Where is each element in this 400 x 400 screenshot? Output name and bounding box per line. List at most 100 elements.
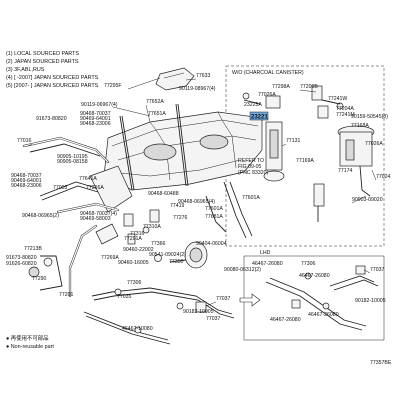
part-number-label: 90905-10195 bbox=[57, 154, 88, 160]
part-number-label: 90468-06965(2) bbox=[22, 213, 59, 219]
legend-item: (1) LOCAL SOURCED PARTS bbox=[6, 51, 79, 57]
tank-straps bbox=[119, 103, 189, 191]
part-number-label: 77204A bbox=[336, 106, 354, 112]
part-number-label: 91673-80820 bbox=[6, 255, 37, 261]
refer-line: (PNC 83320) bbox=[238, 170, 269, 176]
part-number-label: 77269A bbox=[101, 255, 119, 261]
part-number-label: 77016 bbox=[17, 138, 32, 144]
part-number-label: 90182-10005 bbox=[183, 309, 214, 315]
part-number-label: 77350 bbox=[169, 259, 184, 265]
part-labels: 77633 77295F 77652A 90119-06967(4) 77651A 901… bbox=[6, 73, 391, 332]
part-number-label: 90404-06004 bbox=[196, 241, 227, 247]
filler-pipe bbox=[28, 223, 119, 298]
part-number-label: 46467-26080 bbox=[270, 317, 301, 323]
part-number-label: 90460-22002 bbox=[123, 247, 154, 253]
part-number-label: 90541-09024(2) bbox=[149, 252, 186, 258]
part-number-label: 77241M bbox=[336, 112, 355, 118]
part-number-label: 77035 bbox=[117, 294, 132, 300]
lhd-note: LHD bbox=[260, 250, 271, 256]
part-number-label: 77601A bbox=[242, 195, 260, 201]
lhd-box: LHD bbox=[243, 250, 385, 341]
part-number-label: 77291A bbox=[124, 236, 142, 242]
part-number-label: 46467-26080 bbox=[299, 273, 330, 279]
part-number-label: 77306 bbox=[127, 280, 142, 286]
clamps bbox=[123, 209, 162, 262]
part-number-label: 91626-60820 bbox=[6, 261, 37, 267]
part-number-label: 77241W bbox=[328, 96, 347, 102]
part-number-label: 46467-26080 bbox=[308, 312, 339, 318]
part-number-label: 90468-06965(4) bbox=[178, 199, 215, 205]
part-number-label: 77037 bbox=[216, 296, 231, 302]
part-number-label: 77276 bbox=[173, 215, 188, 221]
part-number-label: 90468-23006 bbox=[80, 121, 111, 127]
part-number-label: 77216A bbox=[86, 185, 104, 191]
leader-lines bbox=[27, 77, 377, 307]
part-number-label: 77295F bbox=[104, 83, 122, 89]
part-number-label: 77290 bbox=[32, 276, 47, 282]
part-number-label: 77169A bbox=[296, 158, 314, 164]
part-number-label: 77601A bbox=[205, 206, 223, 212]
legend-item: (2) JAPAN SOURCED PARTS bbox=[6, 59, 79, 65]
part-number-label: 90468-70037 bbox=[11, 173, 42, 179]
part-number-label: 77681A bbox=[205, 214, 223, 220]
part-number-label: 91673-80820 bbox=[36, 116, 67, 122]
legend-item: (5) [2007- ] JAPAN SOURCED PARTS bbox=[6, 83, 99, 89]
part-number-label: 90159-50545(8) bbox=[351, 114, 388, 120]
part-number-label: 77298A bbox=[272, 84, 290, 90]
fuel-pump-module: 23221 bbox=[242, 92, 285, 182]
legend: (1) LOCAL SOURCED PARTS (2) JAPAN SOURCE… bbox=[6, 51, 99, 89]
part-number-label: 77168A bbox=[351, 123, 369, 129]
fuel-lid bbox=[169, 241, 208, 269]
refer-note: REFER TO FIG 09-05 (PNC 83320) bbox=[238, 158, 269, 176]
part-number-label: 77003 bbox=[53, 185, 68, 191]
part-number-label: 77306 bbox=[301, 261, 316, 267]
part-number-label: 77316 bbox=[130, 231, 145, 237]
part-number-label: 77419 bbox=[170, 203, 185, 209]
part-number-label: 77026A bbox=[258, 92, 276, 98]
legend-item: (3) 3F,ABL,RUS bbox=[6, 67, 45, 73]
fuel-sender-gauge bbox=[311, 85, 375, 197]
part-number-label: 77201 bbox=[59, 292, 74, 298]
right-brackets bbox=[313, 183, 325, 222]
part-number-label: 90119-06967(4) bbox=[81, 102, 118, 108]
part-number-label: 90468-23006 bbox=[11, 183, 42, 189]
heat-shield bbox=[155, 67, 195, 91]
diagram-id: 77357BE bbox=[370, 360, 392, 366]
part-number-label: 90468-70037(4) bbox=[80, 211, 117, 217]
part-number-label: 77213B bbox=[24, 246, 42, 252]
part-number-label: 77174 bbox=[338, 168, 353, 174]
part-number-label: 77024 bbox=[376, 174, 391, 180]
part-number-label: 90905-08158 bbox=[57, 159, 88, 165]
part-number-label: 23225A bbox=[244, 102, 262, 108]
direction-arrow bbox=[239, 293, 261, 307]
part-number-label: 77131 bbox=[286, 138, 301, 144]
fuel-tube-lower bbox=[83, 287, 235, 345]
part-number-label: 46467-26080 bbox=[252, 261, 283, 267]
part-number-label: 77651A bbox=[148, 111, 166, 117]
part-number-label: 77652A bbox=[146, 99, 164, 105]
filler-hose-assembly bbox=[22, 136, 133, 214]
part-number-label: 77026A bbox=[365, 141, 383, 147]
highlight-label: 23221 bbox=[251, 115, 268, 121]
charcoal-note: W/O (CHARCOAL CANISTER) bbox=[232, 70, 304, 76]
refer-line: REFER TO bbox=[238, 158, 264, 164]
part-number-label: 90468-70037 bbox=[80, 111, 111, 117]
part-number-label: 90468-60488 bbox=[148, 191, 179, 197]
part-number-label: 46467-10080 bbox=[122, 326, 153, 332]
refer-line: FIG 09-05 bbox=[238, 164, 261, 170]
non-reusable-legend-en: ● Non-reusable part bbox=[6, 344, 54, 350]
part-number-label: 90119-08967(4) bbox=[179, 86, 216, 92]
part-number-label: 77037 bbox=[206, 316, 221, 322]
part-number-label: 90182-10005 bbox=[355, 298, 386, 304]
part-number-label: 90080-06312(2) bbox=[224, 267, 261, 273]
part-number-label: 77633 bbox=[196, 73, 211, 79]
part-number-label: 77037 bbox=[370, 267, 385, 273]
part-number-label: 77209B bbox=[300, 84, 318, 90]
part-number-label: 90469-64001 bbox=[11, 178, 42, 184]
part-number-label: 90903-09020 bbox=[352, 197, 383, 203]
highlight-23221 bbox=[249, 111, 269, 121]
part-number-label: 77641A bbox=[79, 176, 97, 182]
bottom-legend: ● 再使用不可部品 ● Non-reusable part bbox=[6, 334, 54, 350]
